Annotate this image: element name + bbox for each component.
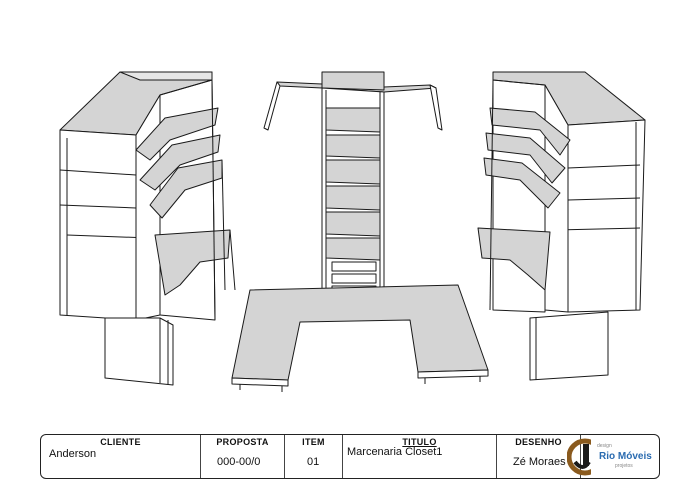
titulo-cell: TITULO Marcenaria Closet1 bbox=[343, 435, 497, 478]
cliente-cell: CLIENTE Anderson bbox=[41, 435, 201, 478]
logo-tagline-bottom: projetos bbox=[615, 463, 633, 469]
item-label: ITEM bbox=[302, 437, 325, 447]
cliente-label: CLIENTE bbox=[100, 437, 141, 447]
desenho-value: Zé Moraes bbox=[513, 456, 566, 468]
item-value: 01 bbox=[307, 456, 320, 468]
logo-tagline-top: design bbox=[597, 443, 612, 449]
desenho-label: DESENHO bbox=[515, 437, 562, 447]
titulo-label: TITULO bbox=[402, 437, 437, 447]
closet-drawing bbox=[59, 71, 646, 392]
left-closet-unit bbox=[59, 71, 236, 386]
right-closet-unit bbox=[477, 71, 646, 381]
item-cell: ITEM 01 bbox=[285, 435, 343, 478]
proposta-cell: PROPOSTA 000-00/0 bbox=[201, 435, 285, 478]
desenho-cell: DESENHO Zé Moraes bbox=[497, 435, 581, 478]
proposta-value: 000-00/0 bbox=[217, 456, 261, 468]
title-block: CLIENTE Anderson PROPOSTA 000-00/0 ITEM … bbox=[40, 434, 660, 479]
titulo-value: Marcenaria Closet1 bbox=[347, 446, 443, 458]
cliente-value: Anderson bbox=[49, 448, 97, 460]
logo-brand-name: Rio Móveis bbox=[599, 451, 652, 462]
rio-moveis-logo: design Rio Móveis projetos bbox=[567, 438, 655, 476]
proposta-label: PROPOSTA bbox=[216, 437, 269, 447]
center-island-unit bbox=[231, 71, 489, 392]
